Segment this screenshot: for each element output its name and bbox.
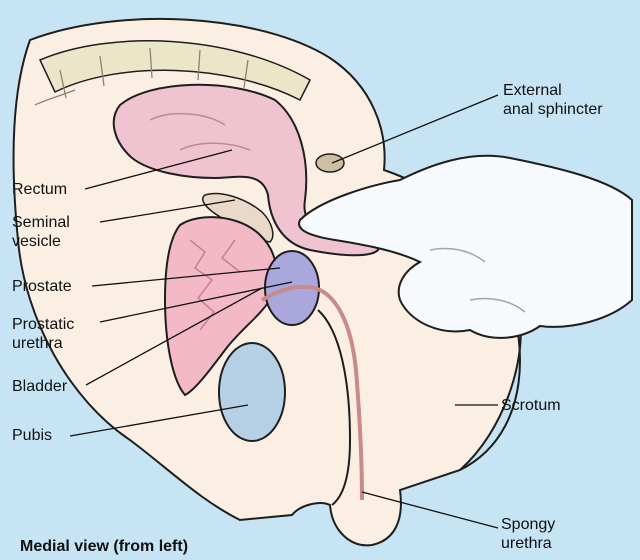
label-external-anal-sphincter: External anal sphincter — [503, 81, 603, 119]
label-prostatic-urethra: Prostatic urethra — [12, 315, 74, 353]
pubis — [219, 343, 285, 441]
label-pubis: Pubis — [12, 426, 52, 445]
label-rectum: Rectum — [12, 180, 67, 199]
caption: Medial view (from left) — [20, 538, 188, 556]
label-bladder: Bladder — [12, 377, 67, 396]
label-prostate: Prostate — [12, 277, 72, 296]
label-seminal-vesicle: Seminal vesicle — [12, 213, 70, 251]
external-anal-sphincter — [316, 154, 344, 172]
label-scrotum: Scrotum — [501, 396, 561, 415]
label-spongy-urethra: Spongy urethra — [501, 515, 555, 553]
